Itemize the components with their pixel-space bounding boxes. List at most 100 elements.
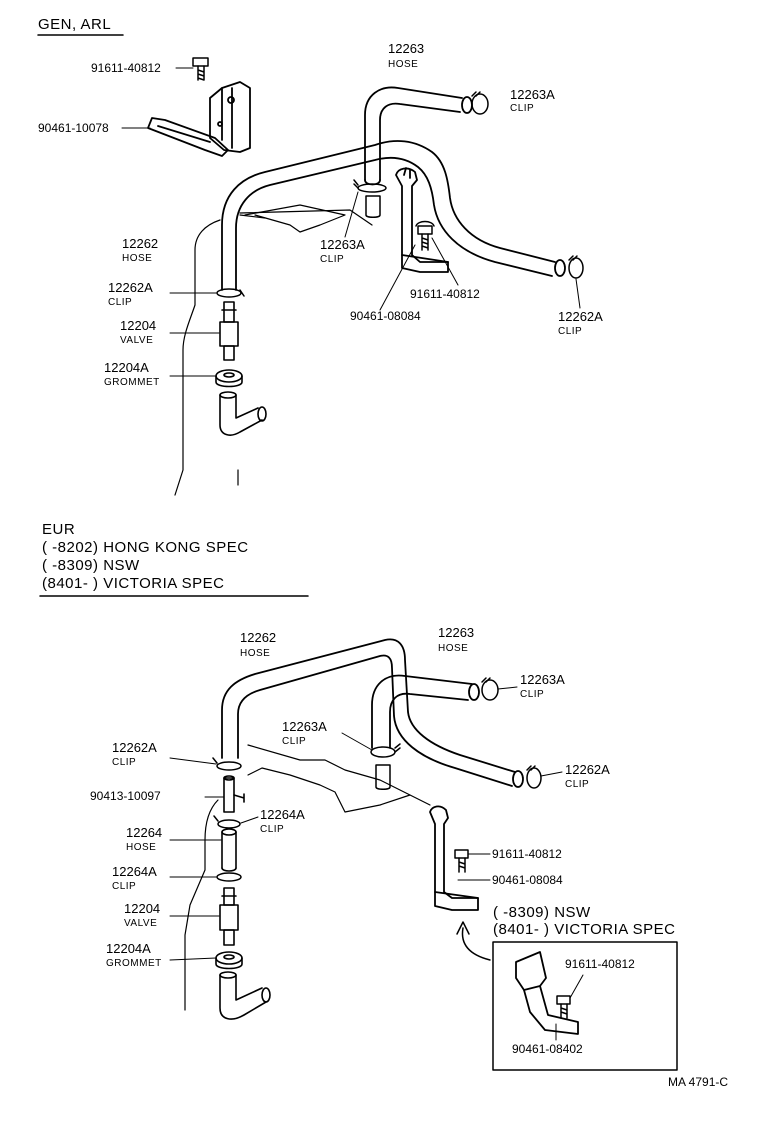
part-12263A-top-right-name: CLIP — [510, 103, 535, 114]
part-12262A-bottom-left: 12262A — [112, 740, 157, 755]
engine-outline-bottom — [184, 744, 431, 1011]
part-91611-40812-bottom: 91611-40812 — [492, 847, 562, 861]
hose-12262-bottom — [221, 638, 524, 788]
bolt-91611-40812-mid — [415, 220, 435, 251]
part-12264-name: HOSE — [126, 842, 157, 853]
inset-line2: (8401- ) VICTORIA SPEC — [493, 921, 676, 938]
leader — [344, 191, 359, 238]
bolt-91611-40812-inset — [556, 995, 571, 1019]
bracket-90461-08084-top — [395, 167, 449, 273]
part-12264A-upper-name: CLIP — [260, 824, 285, 835]
clip-12263A-bottom-center — [370, 743, 401, 790]
part-12204A-bottom-name: GROMMET — [106, 958, 162, 969]
part-12204A-bottom: 12204A — [106, 941, 151, 956]
leader — [431, 237, 459, 286]
clip-12263A-top-center — [353, 179, 387, 218]
bottom-heading-line4: (8401- ) VICTORIA SPEC — [42, 575, 225, 592]
part-12263A-top-center: 12263A — [320, 237, 365, 252]
part-12204-top: 12204 — [120, 318, 157, 333]
part-12263-bottom: 12263 — [438, 625, 475, 640]
part-12263A-bottom-center-name: CLIP — [282, 736, 307, 747]
clip-12264A-upper — [213, 815, 241, 829]
part-12262-top-name: HOSE — [122, 253, 153, 264]
part-12262A-top-left: 12262A — [108, 280, 153, 295]
bracket-90461-08402 — [515, 951, 579, 1035]
bottom-heading-line2: ( -8202) HONG KONG SPEC — [42, 539, 249, 556]
inset-part-91611-40812: 91611-40812 — [565, 957, 635, 971]
part-90461-08084-top: 90461-08084 — [350, 309, 421, 323]
leader — [569, 974, 584, 999]
part-12262A-top-right: 12262A — [558, 309, 603, 324]
part-12262A-bottom-right: 12262A — [565, 762, 610, 777]
clip-12264A-lower — [216, 872, 242, 882]
fitting-90413-10097 — [223, 775, 245, 813]
leader — [240, 816, 259, 824]
part-12264A-upper: 12264A — [260, 807, 305, 822]
elbow-pipe-bottom — [219, 971, 271, 1020]
part-12262A-top-left-name: CLIP — [108, 297, 133, 308]
elbow-pipe-top — [219, 391, 267, 436]
part-91611-40812-mid: 91611-40812 — [410, 287, 480, 301]
bracket-90461-10078 — [147, 81, 251, 157]
bottom-heading-line3: ( -8309) NSW — [42, 557, 140, 574]
part-12264A-lower: 12264A — [112, 864, 157, 879]
part-12204A-top-name: GROMMET — [104, 377, 160, 388]
hose-12262-top — [221, 140, 566, 291]
inset-line1: ( -8309) NSW — [493, 904, 591, 921]
figure-code: MA 4791-C — [668, 1075, 729, 1089]
clip-12262A-bottom-left — [212, 757, 242, 771]
inset-part-90461-08402: 90461-08402 — [512, 1042, 583, 1056]
part-12262-bottom-name: HOSE — [240, 648, 271, 659]
valve-12204-bottom — [219, 887, 239, 946]
leader — [575, 278, 581, 309]
hose-12263-bottom — [371, 674, 480, 749]
part-12263A-bottom-center: 12263A — [282, 719, 327, 734]
grommet-12204A-bottom — [215, 951, 243, 970]
part-12204-top-name: VALVE — [120, 335, 154, 346]
bracket-90461-08084-bottom — [429, 805, 479, 911]
clip-12262A-top-left — [216, 288, 245, 298]
part-12262-bottom: 12262 — [240, 630, 277, 645]
leader — [169, 757, 217, 765]
part-12204-bottom: 12204 — [124, 901, 161, 916]
part-12262A-top-right-name: CLIP — [558, 326, 583, 337]
arrow-to-inset — [456, 921, 491, 961]
bottom-heading-line1: EUR — [42, 521, 76, 538]
part-12264: 12264 — [126, 825, 163, 840]
leader — [169, 957, 217, 961]
clip-12263A-top-right — [471, 91, 489, 115]
part-12263A-bottom-right: 12263A — [520, 672, 565, 687]
part-12263A-top-right: 12263A — [510, 87, 555, 102]
part-12263A-bottom-right-name: CLIP — [520, 689, 545, 700]
top-section-title: GEN, ARL — [38, 16, 112, 33]
part-12204-bottom-name: VALVE — [124, 918, 158, 929]
clip-12262A-bottom-right — [526, 765, 542, 789]
part-12262A-bottom-left-name: CLIP — [112, 757, 137, 768]
leader — [341, 732, 373, 751]
clip-12263A-bottom-right — [481, 677, 499, 701]
hose-12264 — [221, 828, 237, 872]
bolt-91611-40812-bottom — [454, 849, 469, 873]
leader — [540, 771, 563, 777]
part-12204A-top: 12204A — [104, 360, 149, 375]
leader — [379, 244, 416, 311]
part-12263-top-name: HOSE — [388, 59, 419, 70]
part-12263A-top-center-name: CLIP — [320, 254, 345, 265]
part-12264A-lower-name: CLIP — [112, 881, 137, 892]
engine-outline-top — [174, 204, 373, 496]
part-90413-10097: 90413-10097 — [90, 789, 161, 803]
part-12263-bottom-name: HOSE — [438, 643, 469, 654]
hose-12263-top — [364, 86, 473, 186]
part-90461-08084-bottom: 90461-08084 — [492, 873, 563, 887]
valve-12204-top — [219, 301, 239, 361]
bolt-91611-40812-top — [192, 57, 209, 81]
inset-box — [492, 941, 678, 1071]
part-12262A-bottom-right-name: CLIP — [565, 779, 590, 790]
clip-12262A-top-right — [568, 255, 584, 279]
part-91611-40812-top: 91611-40812 — [91, 61, 161, 75]
part-12263-top: 12263 — [388, 41, 425, 56]
grommet-12204A-top — [215, 369, 243, 388]
part-90461-10078: 90461-10078 — [38, 121, 109, 135]
leader — [497, 686, 518, 690]
